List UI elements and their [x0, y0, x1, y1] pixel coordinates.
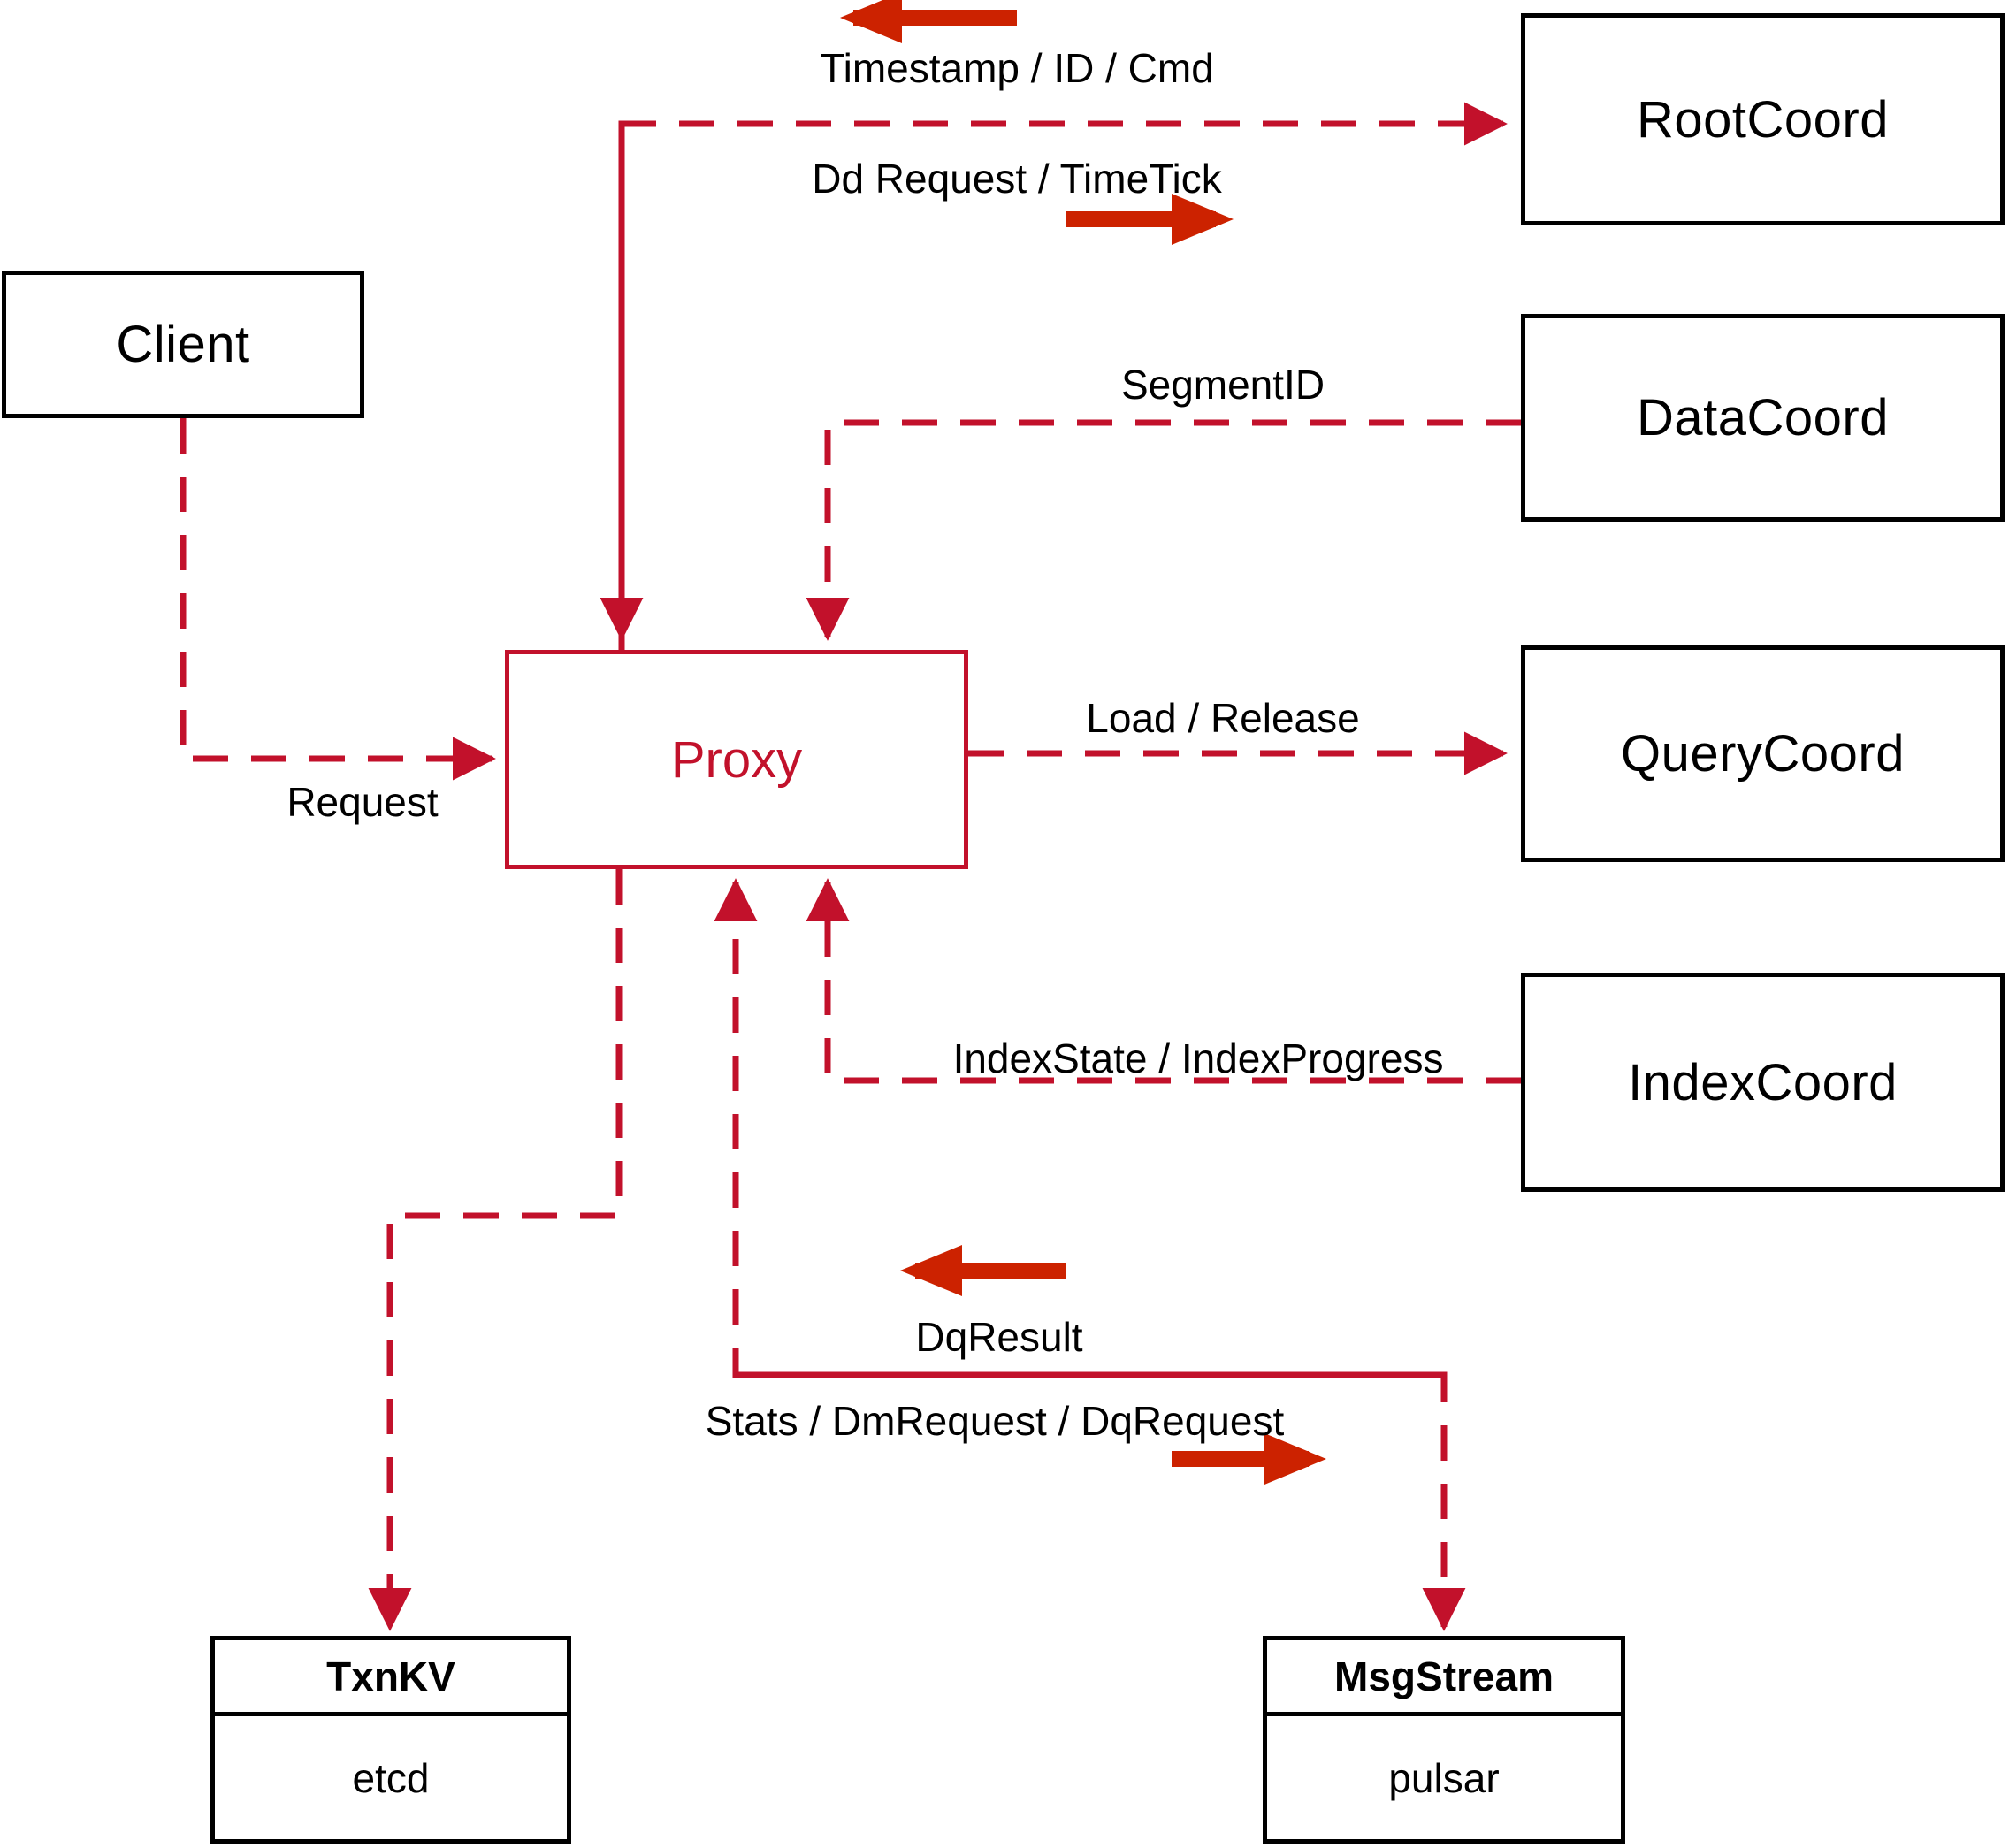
- node-proxy-label: Proxy: [670, 730, 803, 789]
- connector-indexcoord-to-proxy: [806, 878, 1521, 1084]
- node-txnkv-header: TxnKV: [215, 1640, 567, 1716]
- edge-label-load-release: Load / Release: [1086, 695, 1360, 741]
- edge-label-dq-result: DqResult: [915, 1314, 1083, 1360]
- dd-request-timetick-direction-icon: [1066, 194, 1234, 245]
- edge-label-index-state-progress: IndexState / IndexProgress: [952, 1035, 1444, 1081]
- node-msgstream-header: MsgStream: [1267, 1640, 1621, 1716]
- edge-label-dd-request-timetick: Dd Request / TimeTick: [812, 156, 1222, 202]
- connector-client-to-proxy: [180, 418, 496, 781]
- node-proxy[interactable]: Proxy: [505, 650, 968, 869]
- edge-label-request: Request: [286, 779, 439, 825]
- connector-proxy-to-txnkv: [368, 869, 623, 1631]
- node-msgstream-body: pulsar: [1267, 1716, 1621, 1839]
- node-msgstream[interactable]: MsgStream pulsar: [1263, 1636, 1625, 1844]
- dq-result-direction-icon: [900, 1245, 1066, 1296]
- node-datacoord[interactable]: DataCoord: [1521, 314, 2005, 522]
- node-msgstream-label: MsgStream: [1334, 1653, 1554, 1699]
- node-txnkv-body: etcd: [215, 1716, 567, 1839]
- connector-proxy-to-rootcoord: [618, 102, 1508, 650]
- timestamp-id-cmd-direction-icon: [840, 0, 1017, 43]
- node-querycoord-label: QueryCoord: [1621, 725, 1905, 783]
- connector-proxy-to-msgstream: [736, 1371, 1466, 1631]
- connector-msgstream-to-proxy: [714, 878, 1444, 1378]
- edge-label-segment-id: SegmentID: [1120, 362, 1325, 408]
- node-txnkv-implementation-label: etcd: [352, 1754, 430, 1801]
- node-msgstream-implementation-label: pulsar: [1388, 1754, 1500, 1801]
- node-client-label: Client: [116, 316, 250, 373]
- node-indexcoord-label: IndexCoord: [1628, 1053, 1898, 1111]
- node-txnkv[interactable]: TxnKV etcd: [210, 1636, 571, 1844]
- stats-dm-dq-request-direction-icon: [1172, 1433, 1326, 1485]
- edge-label-stats-dm-dq-request: Stats / DmRequest / DqRequest: [705, 1398, 1285, 1444]
- node-rootcoord[interactable]: RootCoord: [1521, 13, 2005, 225]
- edge-label-timestamp-id-cmd: Timestamp / ID / Cmd: [820, 45, 1214, 91]
- node-client[interactable]: Client: [2, 271, 364, 418]
- node-txnkv-label: TxnKV: [326, 1653, 455, 1699]
- node-querycoord[interactable]: QueryCoord: [1521, 645, 2005, 862]
- node-rootcoord-label: RootCoord: [1637, 90, 1889, 149]
- connector-datacoord-to-proxy: [806, 419, 1521, 641]
- node-indexcoord[interactable]: IndexCoord: [1521, 973, 2005, 1192]
- node-datacoord-label: DataCoord: [1637, 389, 1889, 447]
